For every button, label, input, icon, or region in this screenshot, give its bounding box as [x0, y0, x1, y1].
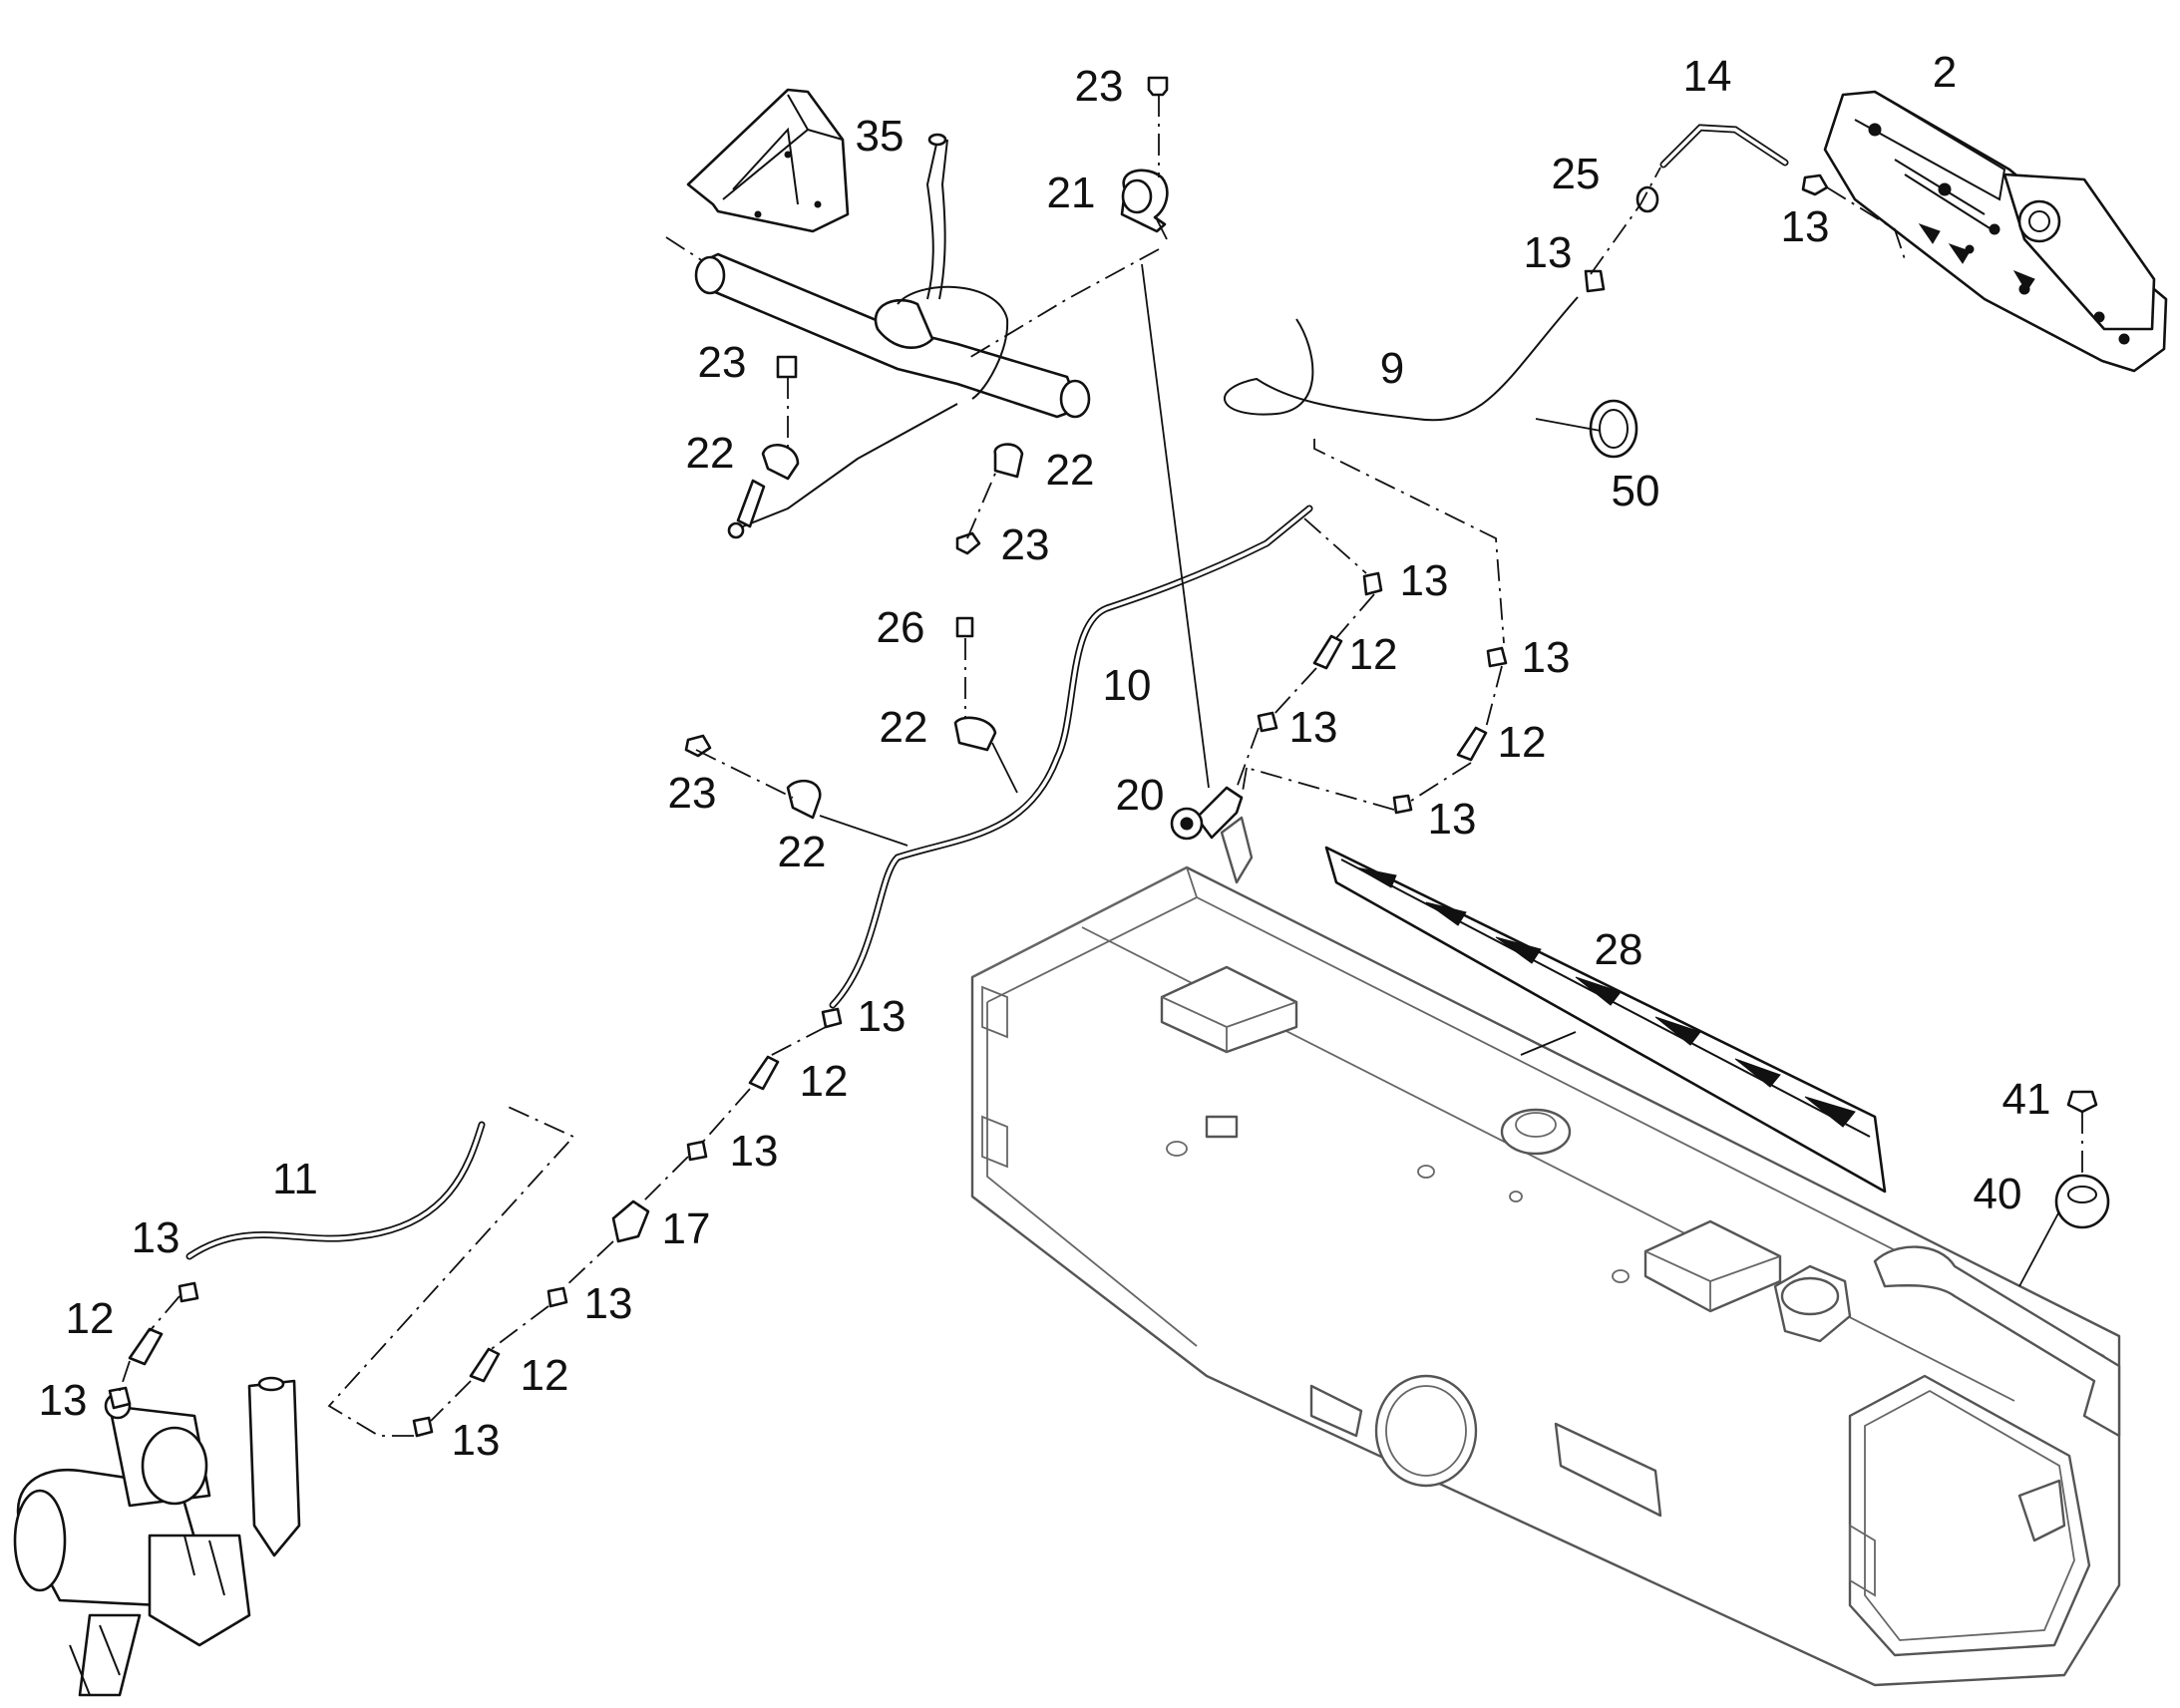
hoses: [185, 124, 1789, 1260]
callout-14: 14: [1682, 52, 1732, 101]
callout-13: 13: [1523, 228, 1573, 277]
callout-11: 11: [272, 1155, 318, 1203]
callout-41: 41: [2001, 1075, 2051, 1124]
callout-22: 22: [879, 703, 928, 752]
callout-13: 13: [857, 992, 907, 1041]
callout-28: 28: [1594, 925, 1643, 974]
callout-50: 50: [1611, 467, 1660, 515]
callout-40: 40: [1973, 1170, 2022, 1218]
callout-12: 12: [520, 1351, 569, 1400]
callout-12: 12: [65, 1294, 115, 1343]
callout-13: 13: [1427, 795, 1477, 844]
callout-13: 13: [1399, 556, 1449, 605]
callout-13: 13: [1288, 703, 1338, 752]
callout-20: 20: [1115, 771, 1165, 820]
callout-23: 23: [1074, 62, 1124, 111]
gasket-part-28: [1324, 846, 1887, 1194]
callout-2: 2: [1932, 48, 1958, 97]
control-panel-part-2: [1823, 90, 2168, 373]
callout-23: 23: [667, 769, 717, 818]
callout-22: 22: [1045, 446, 1095, 495]
callout-22: 22: [777, 828, 827, 876]
callout-13: 13: [729, 1127, 779, 1176]
callout-23: 23: [697, 338, 747, 387]
nut-part-41: [2066, 1090, 2098, 1114]
fittings: [108, 76, 1829, 1438]
callout-12: 12: [1348, 630, 1398, 679]
cap-part-40: [2054, 1174, 2110, 1229]
callout-25: 25: [1551, 150, 1601, 198]
callout-13: 13: [451, 1416, 501, 1465]
heater-unit: [13, 1376, 301, 1697]
callout-13: 13: [1521, 633, 1571, 682]
callout-23: 23: [1000, 520, 1050, 569]
callout-35: 35: [855, 112, 905, 161]
fuel-tank: [970, 816, 2121, 1687]
leader-lines: [119, 95, 2083, 1437]
callout-13: 13: [38, 1376, 88, 1425]
bracket-pipe-part-35: [686, 88, 1091, 539]
callout-13: 13: [131, 1213, 181, 1262]
callout-10: 10: [1102, 661, 1152, 710]
callout-9: 9: [1379, 344, 1405, 393]
callout-12: 12: [799, 1057, 849, 1106]
callout-21: 21: [1046, 169, 1096, 217]
callout-17: 17: [661, 1204, 711, 1253]
callout-12: 12: [1497, 718, 1547, 767]
callout-22: 22: [685, 429, 735, 478]
callout-13: 13: [583, 1279, 633, 1328]
callout-13: 13: [1780, 202, 1830, 251]
callout-26: 26: [876, 603, 925, 652]
